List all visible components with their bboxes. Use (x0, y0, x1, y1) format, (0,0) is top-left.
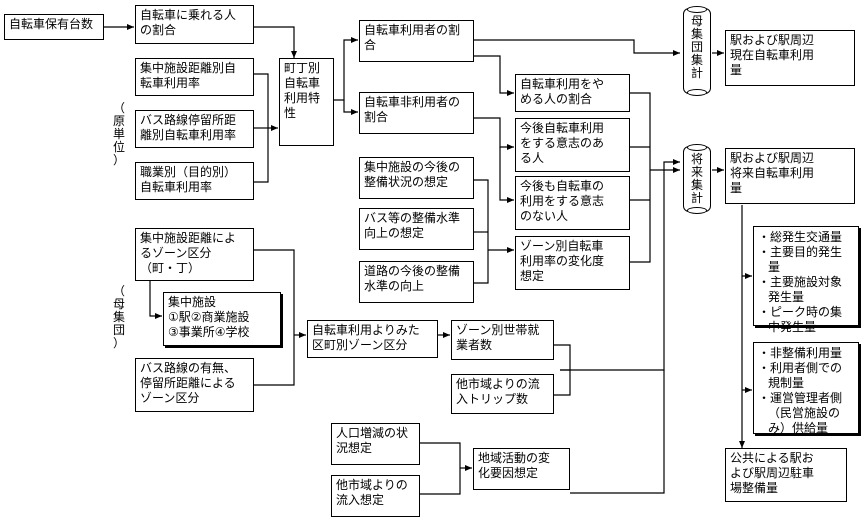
box-inflow-trips: 他市域よりの流 入トリップ数 (451, 374, 554, 414)
box-town-characteristics: 町丁別 自転車 利用特 性 (279, 58, 334, 146)
box-bus-level-up: バス等の整備水準 向上の想定 (359, 208, 474, 250)
box-quit-ratio: 自転車利用をや める人の割合 (515, 74, 630, 112)
list-item: 非整備利用量 (758, 346, 854, 361)
box-bicycle-ownership: 自転車保有台数 (4, 14, 104, 40)
label-gentani: （ 原 単 位 ） (112, 101, 125, 167)
box-activity-change: 地域活動の変 化要因想定 (473, 448, 570, 490)
box-road-improvement: 道路の今後の整備 水準の向上 (359, 261, 474, 303)
box-future-unwilling: 今後も自転車の 利用をする意志 のない人 (515, 176, 630, 230)
list-item: ピーク時の集中発生量 (758, 305, 854, 335)
label-boshudan: （ 母 集 団 ） (112, 284, 125, 350)
box-current-station-usage: 駅および駅周辺 現在自転車利用 量 (725, 30, 855, 86)
box-user-ratio: 自転車利用者の割 合 (359, 20, 474, 62)
scroll-boshudan-total: 母 集 団 集 計 (683, 6, 711, 96)
list-generated-traffic: 総発生交通量 主要目的発生量 主要施設対象発生量 ピーク時の集中発生量 (753, 226, 859, 334)
box-rideable-ratio: 自転車に乗れる人 の割合 (135, 5, 254, 44)
box-district-zone: 自転車利用よりみた 区町別ゾーン区分 (307, 320, 438, 358)
box-nonuser-ratio: 自転車非利用者の 割合 (359, 92, 474, 134)
box-bus-zone: バス路線の有無、 停留所距離による ゾーン区分 (135, 358, 254, 412)
list-item: 主要目的発生量 (758, 245, 854, 275)
box-future-willing: 今後自転車利用 をする意志のあ る人 (515, 118, 630, 172)
list-item: 総発生交通量 (758, 230, 854, 245)
box-future-station-usage: 駅および駅周辺 将来自転車利用 量 (725, 148, 855, 204)
box-facility-zone: 集中施設距離によ るゾーン区分 （町・丁） (135, 228, 254, 281)
list-item: 運営管理者側（民営施設のみ）供給量 (758, 391, 854, 436)
scroll-future-total: 将 来 集 計 (683, 144, 711, 214)
list-item: 利用者側での規制量 (758, 361, 854, 391)
box-inflow-assumption: 他市域よりの 流入想定 (331, 475, 420, 517)
box-facility-distance-rate: 集中施設距離別自 転車利用率 (135, 58, 254, 96)
box-bus-stop-distance-rate: バス路線停留所距 離別自転車利用率 (135, 110, 254, 148)
list-supply-regulation: 非整備利用量 利用者側での規制量 運営管理者側（民営施設のみ）供給量 (753, 342, 859, 436)
box-facility-future: 集中施設の今後の 整備状況の想定 (359, 157, 474, 199)
box-zone-rate-change: ゾーン別自転車 利用率の変化度 想定 (515, 236, 630, 290)
box-zone-workers: ゾーン別世帯就 業者数 (451, 320, 554, 360)
box-facility-types: 集中施設 ①駅②商業施設 ③事業所④学校 (163, 292, 281, 346)
box-population-change: 人口増減の状 況想定 (331, 423, 420, 465)
box-public-parking: 公共による駅お よび駅周辺駐車 場整備量 (725, 448, 847, 502)
box-occupation-rate: 職業別（目的別） 自転車利用率 (135, 162, 254, 200)
list-item: 主要施設対象発生量 (758, 275, 854, 305)
